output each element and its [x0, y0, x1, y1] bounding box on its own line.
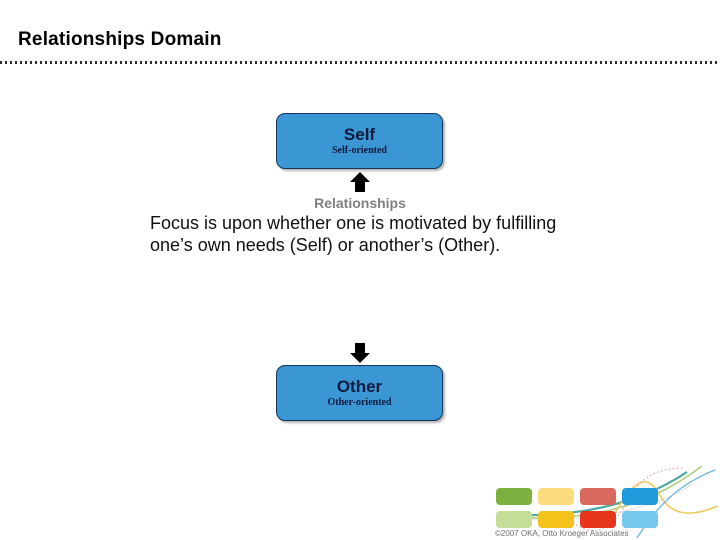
- tile-red-bottom: [580, 511, 616, 528]
- title-divider: [0, 61, 720, 64]
- domain-label: Relationships: [314, 195, 406, 211]
- pole-title-self: Self: [343, 124, 376, 144]
- tile-blue-bottom: [622, 511, 658, 528]
- tile-green-top: [496, 488, 532, 505]
- pole-subtitle-self: Self-oriented: [332, 144, 387, 156]
- pole-title-other: Other: [336, 376, 383, 396]
- tile-blue-top: [622, 488, 658, 505]
- copyright-text: ©2007 OKA, Otto Kroeger Associates: [495, 529, 629, 538]
- logo-tile-grid: [496, 488, 658, 528]
- arrow-up-icon: [349, 172, 371, 192]
- arrow-down-icon: [349, 343, 371, 363]
- tile-yellow-bottom: [538, 511, 574, 528]
- pole-box-other: Other Other-oriented: [276, 365, 443, 421]
- pole-box-self: Self Self-oriented: [276, 113, 443, 169]
- tile-yellow-top: [538, 488, 574, 505]
- pole-subtitle-other: Other-oriented: [327, 396, 392, 408]
- tile-red-top: [580, 488, 616, 505]
- logo: ©2007 OKA, Otto Kroeger Associates: [487, 466, 720, 540]
- tile-green-bottom: [496, 511, 532, 528]
- domain-description: Focus is upon whether one is motivated b…: [150, 213, 557, 255]
- page-title: Relationships Domain: [18, 29, 222, 50]
